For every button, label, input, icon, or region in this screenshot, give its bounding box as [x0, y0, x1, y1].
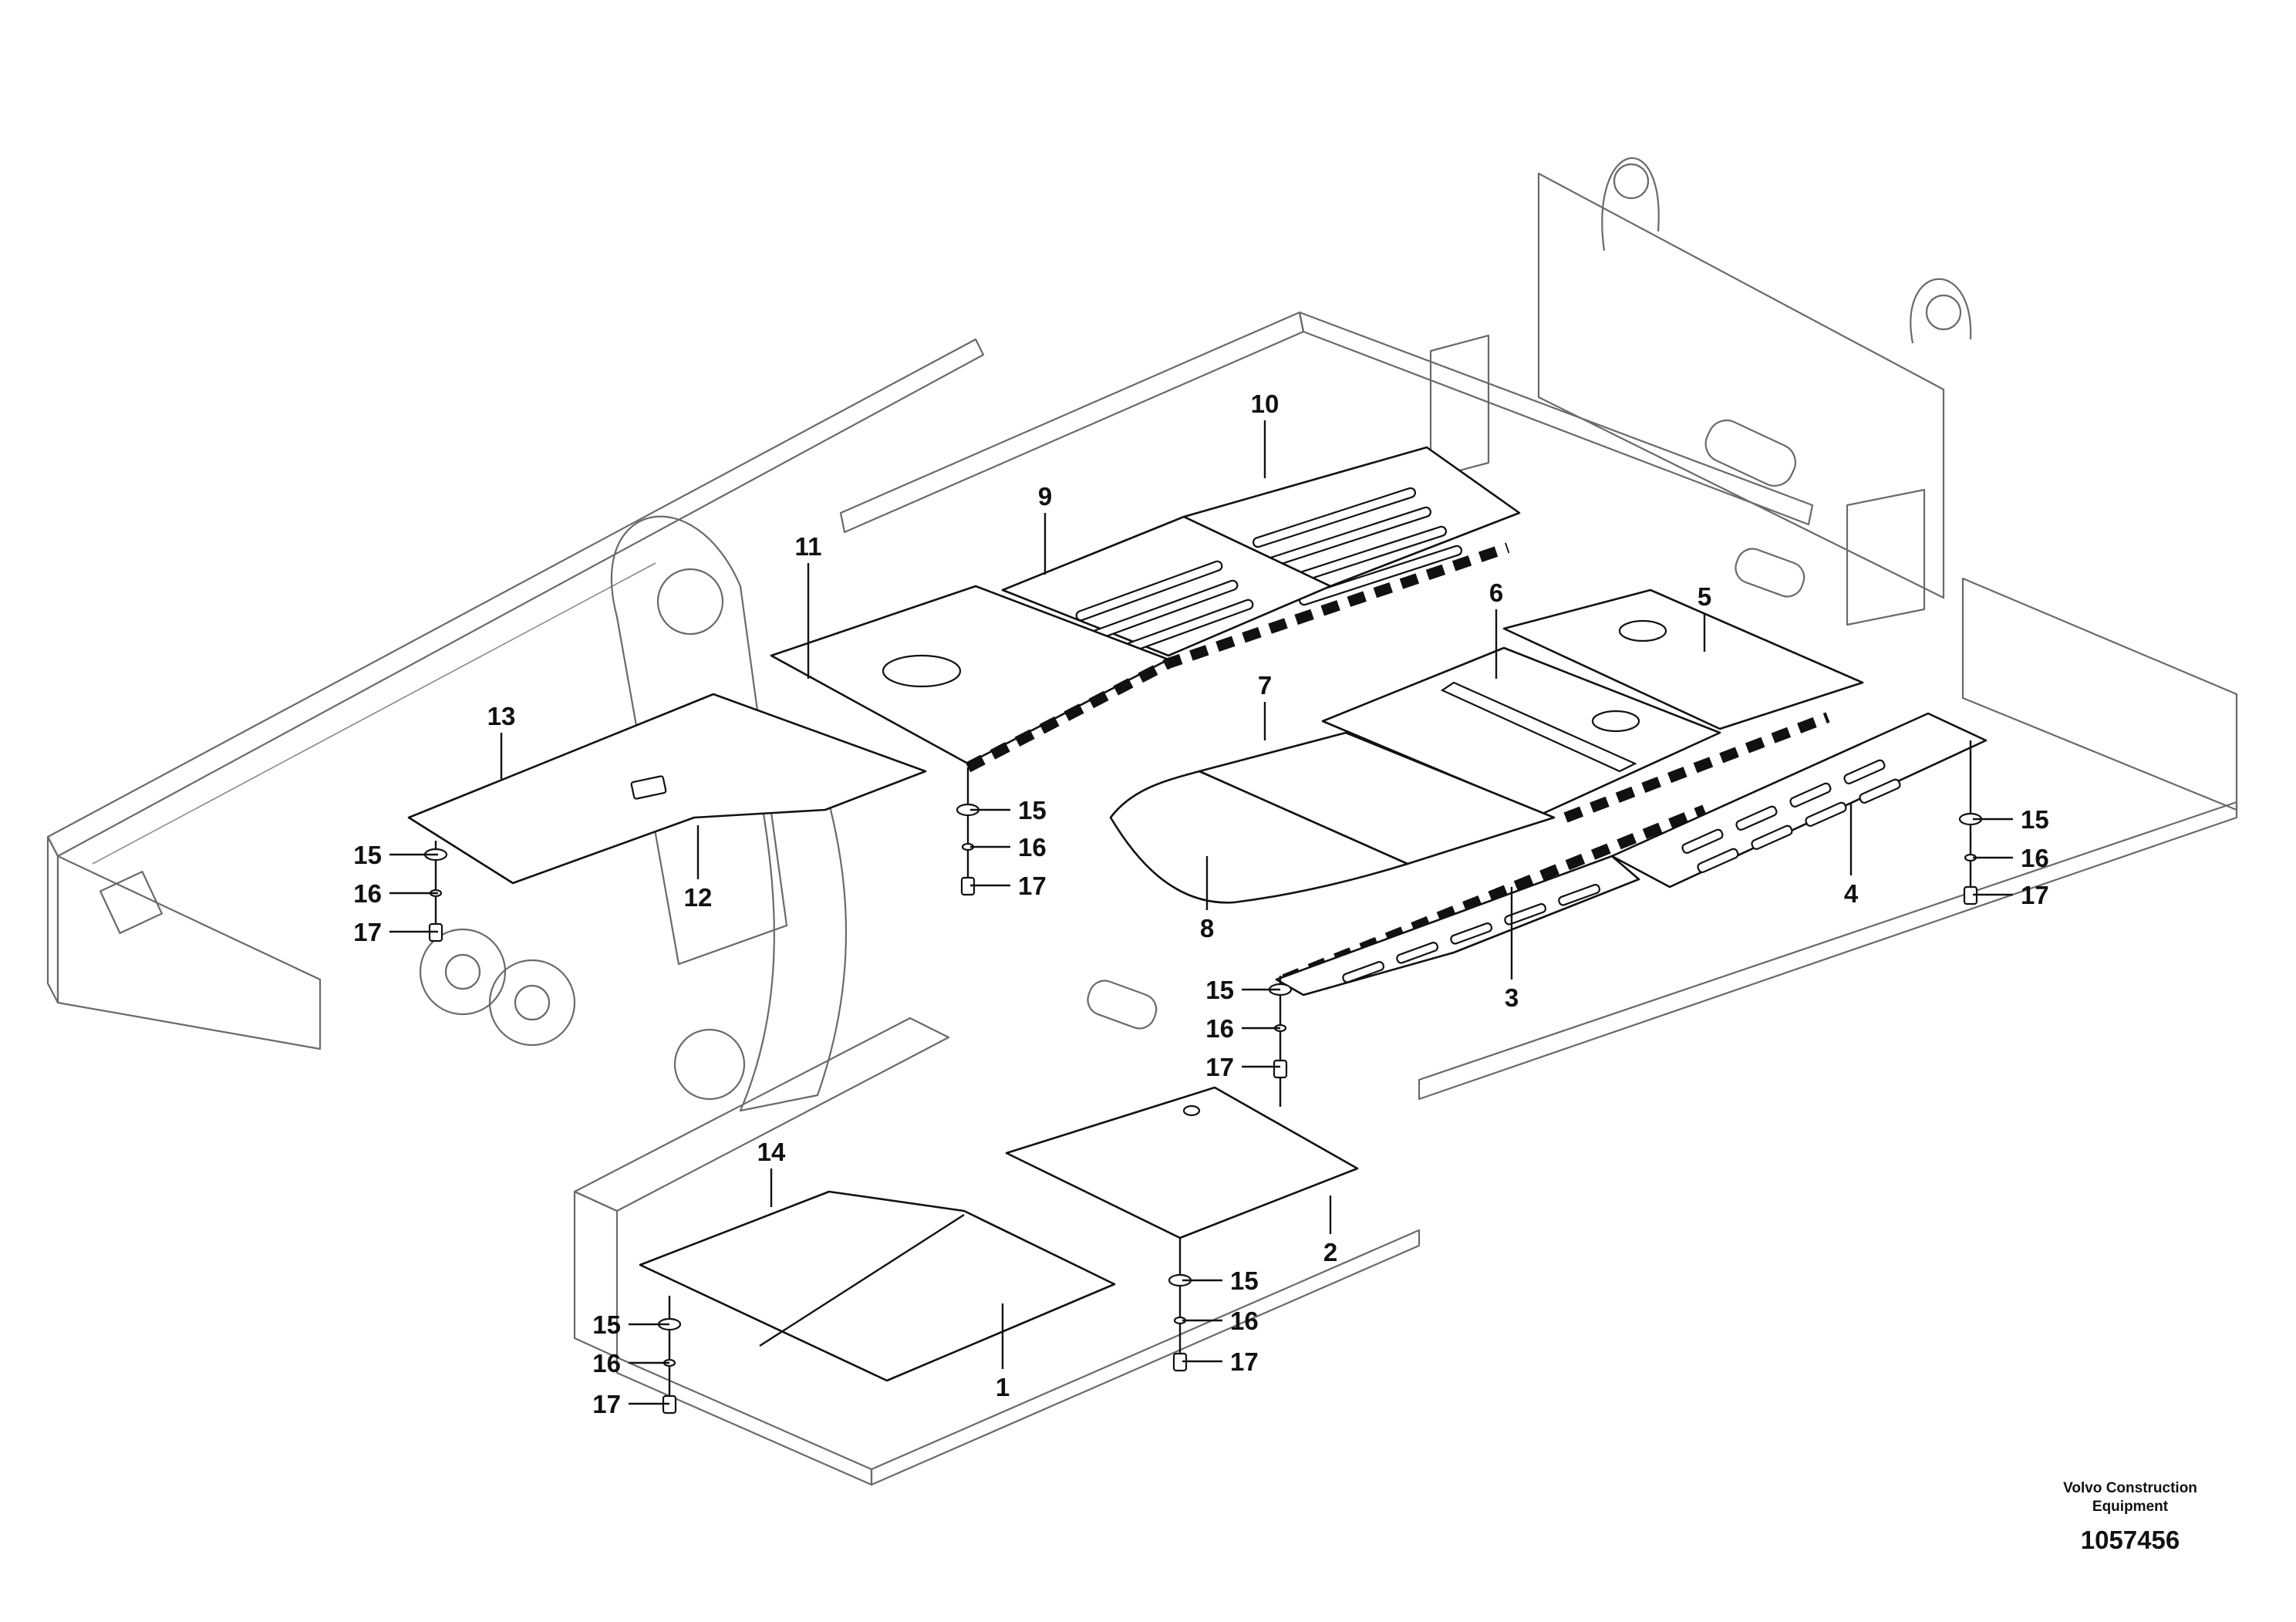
callout-17: 17	[1018, 872, 1047, 900]
callout-leaders	[389, 420, 2013, 1405]
upper-frame-outline	[46, 157, 2238, 1486]
callout-17: 17	[592, 1390, 621, 1418]
callout-5: 5	[1698, 582, 1711, 611]
floor-plate-9	[1001, 515, 1332, 660]
callout-15: 15	[353, 841, 382, 869]
callout-9: 9	[1038, 482, 1052, 511]
floor-plate-13	[407, 693, 927, 885]
hardware-stack-center	[956, 767, 980, 896]
callout-17: 17	[353, 918, 382, 946]
callout-15: 15	[1018, 796, 1047, 824]
hardware-callouts: 15 16 17 15 16 17 15 16 17 15 16 17 15 1…	[353, 796, 2048, 1418]
hardware-stack-front-left	[657, 1296, 682, 1415]
cover-plate-14	[639, 1190, 1116, 1382]
callout-16: 16	[1018, 833, 1047, 862]
callout-16: 16	[353, 879, 382, 908]
callout-16: 16	[1230, 1307, 1259, 1335]
callout-1: 1	[996, 1373, 1010, 1401]
callout-16: 16	[1205, 1014, 1234, 1043]
hardware-stack-front-right	[1168, 1238, 1192, 1372]
plate-10-slots	[1252, 487, 1463, 606]
callout-17: 17	[1205, 1053, 1234, 1081]
floor-plate-10	[1182, 446, 1521, 606]
callout-17: 17	[1230, 1347, 1259, 1376]
hardware-stack-left	[423, 841, 448, 943]
callout-15: 15	[1230, 1266, 1259, 1295]
callout-7: 7	[1258, 671, 1272, 700]
callout-17: 17	[2021, 881, 2049, 909]
callout-16: 16	[2021, 844, 2049, 872]
callout-3: 3	[1505, 983, 1519, 1012]
plate-9-slots	[1075, 560, 1254, 660]
callout-15: 15	[1205, 976, 1234, 1004]
callout-2: 2	[1323, 1238, 1337, 1266]
callout-11: 11	[795, 532, 822, 561]
callout-14: 14	[757, 1138, 786, 1166]
callout-8: 8	[1200, 914, 1214, 943]
callout-15: 15	[2021, 805, 2049, 834]
brand-line-2: Equipment	[2092, 1499, 2169, 1515]
step-plate-3	[1275, 855, 1640, 996]
hardware-stack-right	[1958, 740, 1983, 905]
callout-12: 12	[684, 883, 713, 912]
drawing-number: 1057456	[2081, 1526, 2180, 1554]
plate-4-slots	[1681, 759, 1901, 873]
footer: Volvo Construction Equipment 1057456	[2063, 1480, 2197, 1554]
cover-plate-6	[1321, 646, 1830, 823]
cover-plate-2	[1005, 1086, 1359, 1239]
cover-plate-5	[1502, 588, 1864, 730]
step-plate-4	[1610, 712, 1988, 889]
hardware-stack-step	[1268, 976, 1293, 1107]
floor-plate-11	[770, 542, 1510, 773]
callout-15: 15	[592, 1310, 621, 1339]
callout-10: 10	[1251, 389, 1279, 418]
part-callouts: 1 2 3 4 5 6 7 8 9 10 11 12 13 14	[487, 389, 1859, 1401]
callout-4: 4	[1844, 879, 1859, 908]
cover-plate-8	[1109, 770, 1707, 985]
callout-13: 13	[487, 702, 516, 730]
callout-6: 6	[1489, 578, 1503, 607]
plate-3-slots	[1342, 884, 1601, 983]
brand-line-1: Volvo Construction	[2063, 1480, 2197, 1496]
callout-16: 16	[592, 1349, 621, 1378]
